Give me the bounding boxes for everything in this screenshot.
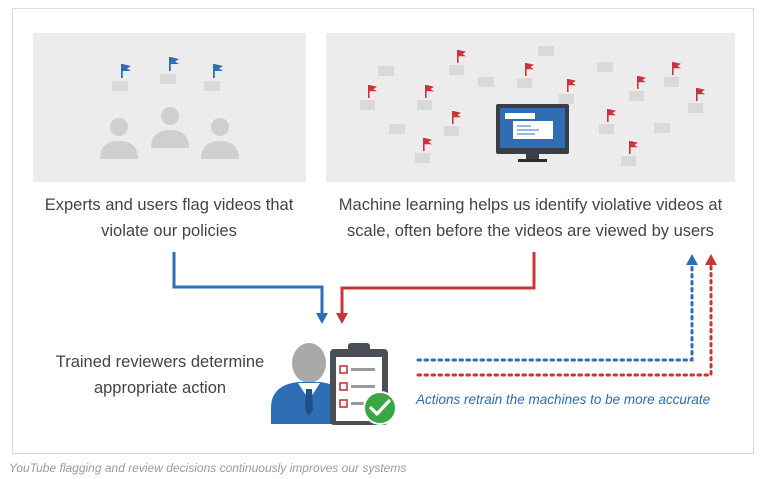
monitor-icon (496, 104, 569, 162)
video-tiles (378, 46, 670, 134)
red-flag-icon (360, 85, 377, 110)
checkmark-icon (363, 391, 397, 425)
user-icon (201, 118, 239, 159)
red-flag-icon (629, 76, 646, 101)
red-flag-icon (599, 109, 616, 134)
figure-footnote: YouTube flagging and review decisions co… (9, 461, 407, 475)
blue-flag-icon (204, 64, 223, 91)
user-icon (151, 107, 189, 148)
red-flag-icon (449, 50, 466, 75)
blue-feedback-loop (416, 254, 698, 362)
red-flag-icon (559, 79, 576, 104)
blue-flag-icon (112, 64, 131, 91)
reviewer-icon (271, 343, 347, 424)
red-flag-icon (417, 85, 434, 110)
red-flag-icon (688, 88, 705, 113)
reviewers-caption: Trained reviewers determine appropriate … (55, 353, 265, 397)
red-flag-icon (415, 138, 432, 163)
red-flag-icon (444, 111, 461, 136)
red-flag-icon (621, 141, 638, 166)
red-flow-arrow (336, 252, 536, 324)
red-flag-icon (664, 62, 681, 87)
blue-flow-arrow (172, 252, 328, 324)
red-feedback-loop (416, 254, 717, 377)
experts-caption: Experts and users flag videos that viola… (44, 196, 294, 240)
machine-learning-caption: Machine learning helps us identify viola… (338, 196, 723, 240)
blue-flag-icon (160, 57, 179, 84)
red-flag-icon (517, 63, 534, 88)
retrain-caption: Actions retrain the machines to be more … (416, 392, 711, 407)
user-icon (100, 118, 138, 159)
